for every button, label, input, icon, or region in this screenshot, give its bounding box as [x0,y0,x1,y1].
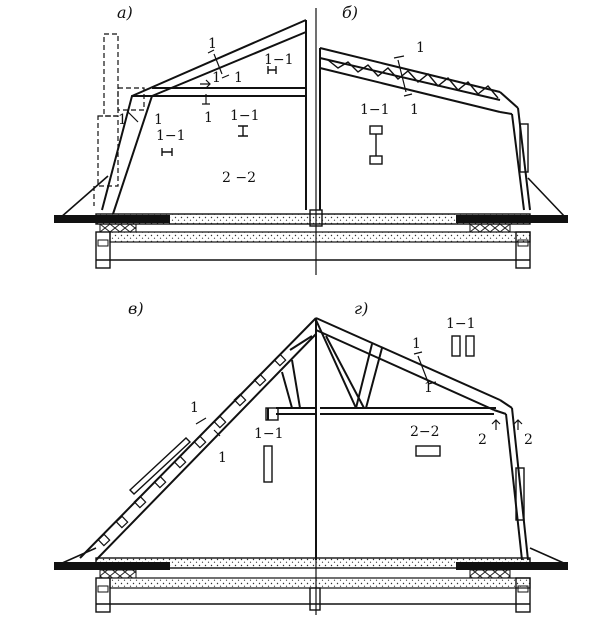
insulation-right [469,223,511,233]
plate-right [456,215,568,223]
mark-2-g1: 2 [478,432,487,448]
section-label-22-a: 2 −2 [222,170,256,186]
beam-top [109,231,531,243]
axis-post-top [309,209,323,227]
insulation-left [99,223,137,233]
mark-1-b2: 1 [410,102,419,118]
wall-right-top [515,231,531,269]
mark-1-a3: 1 [234,70,243,86]
section-label-11-v: 1−1 [254,426,284,442]
plate-left [54,215,170,223]
mark-1-a6: 1 [154,112,163,128]
mark-1-a5: 1 [118,112,127,128]
mark-1-a4: 1 [204,110,213,126]
profile-i-a [238,125,248,137]
bottom-drawing [54,317,568,615]
section-label-11-b: 1−1 [360,102,390,118]
profile-rect-g [415,445,441,457]
mark-1-a1: 1 [208,36,217,52]
panel-label-v: в) [128,299,144,318]
profile-double-g [451,335,475,357]
profile-web-b [369,125,383,165]
purlin-blocks [97,353,287,547]
mark-1-v2: 1 [218,450,227,466]
section-label-22-g: 2−2 [410,424,440,440]
purlin-board [128,437,192,495]
panel-label-g: г) [354,299,368,318]
mark-1-g1: 1 [412,336,421,352]
eave-left [59,175,109,219]
wall-left-top [95,231,111,269]
section-label-11-a-top: 1−1 [264,52,294,68]
eave-left-bottom [59,547,97,565]
labels: а) б) в) г) 1−1 1−1 1−1 2 −2 1−1 1−1 1−1… [117,3,533,466]
mark-1-v1: 1 [190,400,199,416]
mark-1-g2: 1 [424,380,433,396]
section-label-11-a-mid: 1−1 [230,108,260,124]
panel-label-b: б) [342,3,358,22]
section-label-11-a-low: 1−1 [156,128,186,144]
mark-1-b1: 1 [416,40,425,56]
profile-h-a2 [161,148,173,156]
mark-2-g2: 2 [524,432,533,448]
mark-1-a2: 1 [212,70,221,86]
frame-right-b [319,47,531,211]
eave-right-bottom [529,547,567,565]
eave-right [527,177,567,219]
frame-right-g [315,317,529,561]
top-drawing [54,8,568,275]
profile-h-a1 [267,66,277,74]
profile-web-v [263,445,273,483]
section-label-11-g: 1−1 [446,316,476,332]
panel-label-a: а) [117,3,133,22]
frame-left-v [79,317,317,561]
frame-left-a [101,19,307,215]
